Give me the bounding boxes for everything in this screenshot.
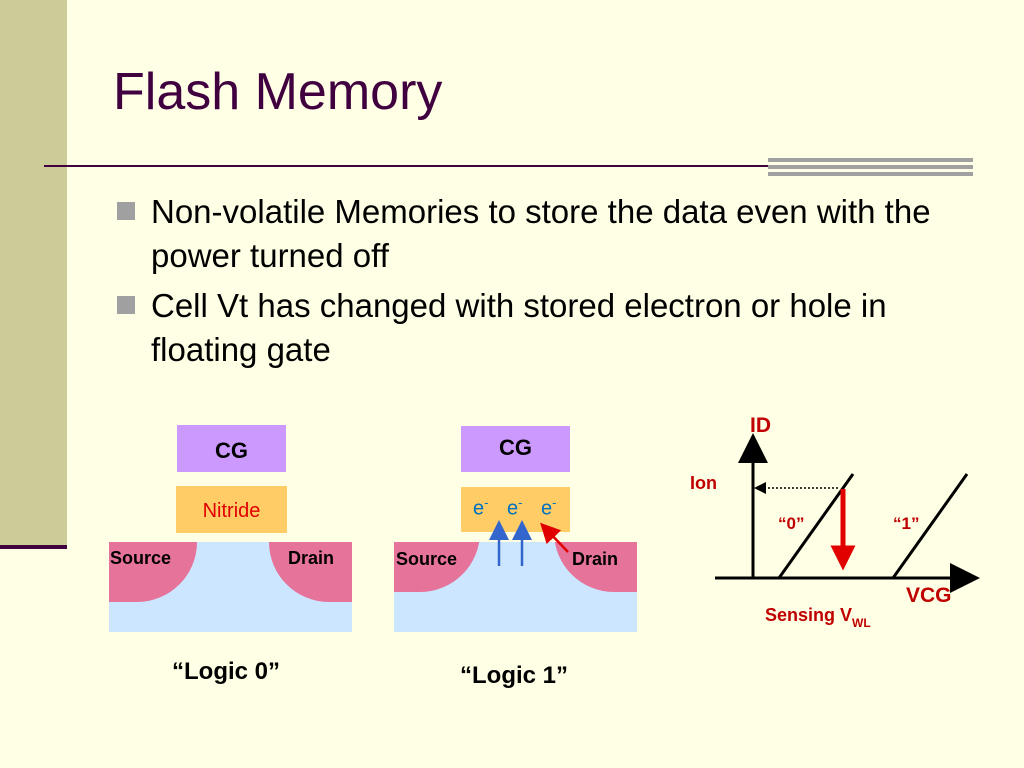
bullet-text: Cell Vt has changed with stored electron… xyxy=(151,287,887,368)
drain-label: Drain xyxy=(288,548,335,568)
slide-title: Flash Memory xyxy=(113,63,443,121)
control-gate: CG xyxy=(461,426,570,472)
logic0-caption: “Logic 0” xyxy=(172,658,281,685)
electron-charge: e- xyxy=(507,495,523,520)
bullet-list: Non-volatile Memories to store the data … xyxy=(115,190,975,378)
control-gate: CG xyxy=(177,425,286,472)
title-rule xyxy=(44,165,771,167)
logic1-caption: “Logic 1” xyxy=(460,662,569,689)
curve-1 xyxy=(891,473,969,579)
nitride-layer: Nitride xyxy=(176,486,287,533)
curve1-label: “1” xyxy=(893,514,919,533)
ion-label: Ion xyxy=(690,473,717,493)
square-bullet-icon xyxy=(117,296,135,314)
drain-label: Drain xyxy=(572,549,619,569)
curve0-label: “0” xyxy=(778,514,804,533)
substrate xyxy=(394,542,637,632)
nitride-label: Nitride xyxy=(202,500,261,522)
x-axis-label: VCG xyxy=(906,584,952,607)
control-gate-label: CG xyxy=(499,435,532,460)
title-rule-accent xyxy=(768,158,973,178)
side-bar-line xyxy=(0,545,67,549)
square-bullet-icon xyxy=(117,202,135,220)
source-label: Source xyxy=(110,548,172,568)
side-bar xyxy=(0,0,67,548)
sensing-label: Sensing VWL xyxy=(765,605,871,630)
electron-charge: e- xyxy=(541,495,557,520)
bullet-item: Non-volatile Memories to store the data … xyxy=(115,190,975,278)
substrate xyxy=(109,542,352,632)
bullet-item: Cell Vt has changed with stored electron… xyxy=(115,284,975,372)
electron-charge: e- xyxy=(473,495,489,520)
source-label: Source xyxy=(396,549,458,569)
bullet-text: Non-volatile Memories to store the data … xyxy=(151,193,931,274)
y-axis-label: ID xyxy=(750,414,771,437)
control-gate-label: CG xyxy=(215,438,248,463)
